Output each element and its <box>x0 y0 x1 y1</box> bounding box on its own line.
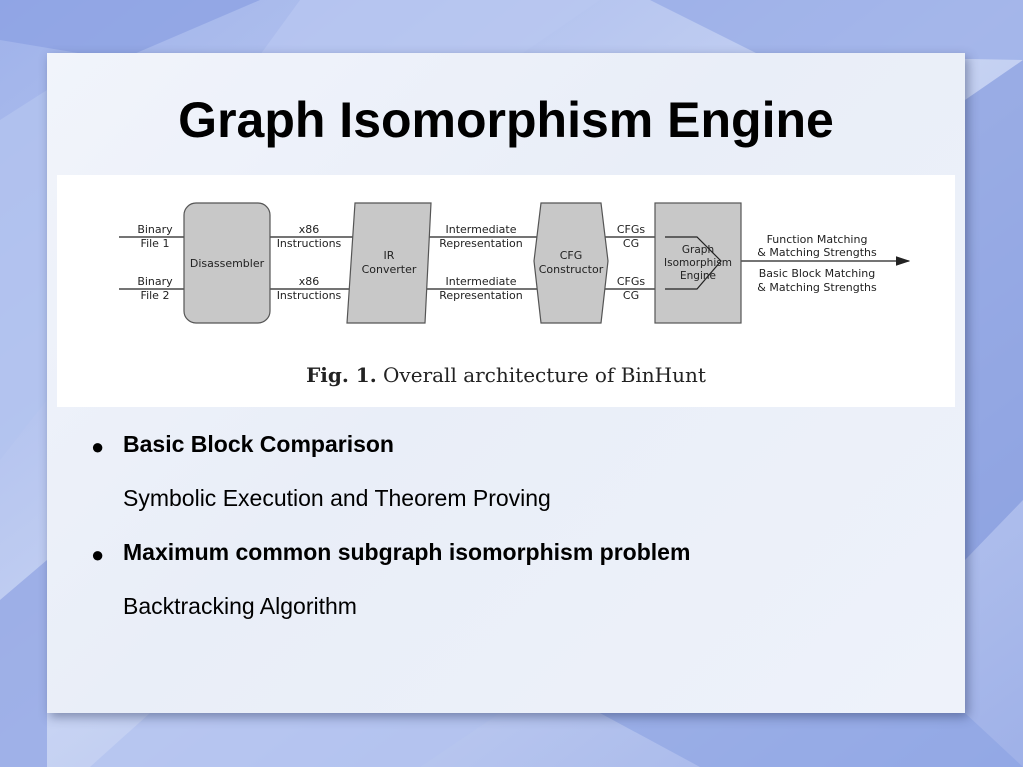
edge1-bottom-line2: Instructions <box>277 289 342 302</box>
edge2-bottom-line1: Intermediate <box>446 275 517 288</box>
edge3-bottom-line2: CG <box>623 289 639 302</box>
slide-title: Graph Isomorphism Engine <box>178 92 834 148</box>
edge3-bottom-line1: CFGs <box>617 275 646 288</box>
edge2-top-line1: Intermediate <box>446 223 517 236</box>
bullet-detail: Symbolic Execution and Theorem Proving <box>123 485 551 511</box>
stage-disassembler-box <box>183 202 271 324</box>
edge1-bottom-line1: x86 <box>299 275 320 288</box>
slide-panel: Graph Isomorphism Engine Binary File 1 B… <box>47 53 965 713</box>
bullet-list: ● Basic Block Comparison Symbolic Execut… <box>91 427 931 643</box>
edge2-bottom-line2: Representation <box>439 289 523 302</box>
stage-cfg-label-1: CFG <box>560 249 583 262</box>
edge3-top-line2: CG <box>623 237 639 250</box>
bullet-heading: Maximum common subgraph isomorphism prob… <box>123 539 691 565</box>
output1-line1: Function Matching <box>767 233 868 246</box>
edge3-top-line1: CFGs <box>617 223 646 236</box>
graph-engine-merge-arrow <box>665 236 722 290</box>
stage-cfg-label-2: Constructor <box>539 263 604 276</box>
bullet-item: ● Maximum common subgraph isomorphism pr… <box>91 535 931 589</box>
output1-line2: & Matching Strengths <box>757 246 877 259</box>
edge1-top-line2: Instructions <box>277 237 342 250</box>
input-file2-line1: Binary <box>137 275 173 288</box>
input-file1-line1: Binary <box>137 223 173 236</box>
stage-graph-label-1: Graph <box>682 244 714 256</box>
bullet-dot-icon: ● <box>91 434 105 459</box>
figure-caption-text: Overall architecture of BinHunt <box>383 363 706 387</box>
stage-disassembler-label: Disassembler <box>190 257 265 270</box>
stage-ir-converter-box <box>346 202 432 324</box>
bullet-detail: Backtracking Algorithm <box>123 593 357 619</box>
edge2-top-line2: Representation <box>439 237 523 250</box>
stage-graph-engine-box <box>654 202 742 324</box>
figure-caption: Fig. 1. Overall architecture of BinHunt <box>57 363 955 387</box>
input-file2-line2: File 2 <box>141 289 170 302</box>
edge1-top-line1: x86 <box>299 223 320 236</box>
bullet-dot-icon: ● <box>91 542 105 567</box>
stage-graph-label-2: Isomorphism <box>664 257 732 269</box>
architecture-figure: Binary File 1 Binary File 2 Disassembler… <box>57 175 955 407</box>
output2-line2: & Matching Strengths <box>757 281 877 294</box>
bullet-item: ● Basic Block Comparison <box>91 427 931 481</box>
architecture-diagram: Binary File 1 Binary File 2 Disassembler… <box>119 202 911 324</box>
stage-ir-label-1: IR <box>384 249 395 262</box>
stage-cfg-constructor-box <box>533 202 609 324</box>
output2-line1: Basic Block Matching <box>759 267 875 280</box>
bullet-heading: Basic Block Comparison <box>123 431 394 457</box>
stage-graph-label-3: Engine <box>680 270 716 282</box>
input-file1-line2: File 1 <box>141 237 170 250</box>
stage-ir-label-2: Converter <box>362 263 417 276</box>
figure-caption-label: Fig. 1. <box>306 363 377 387</box>
